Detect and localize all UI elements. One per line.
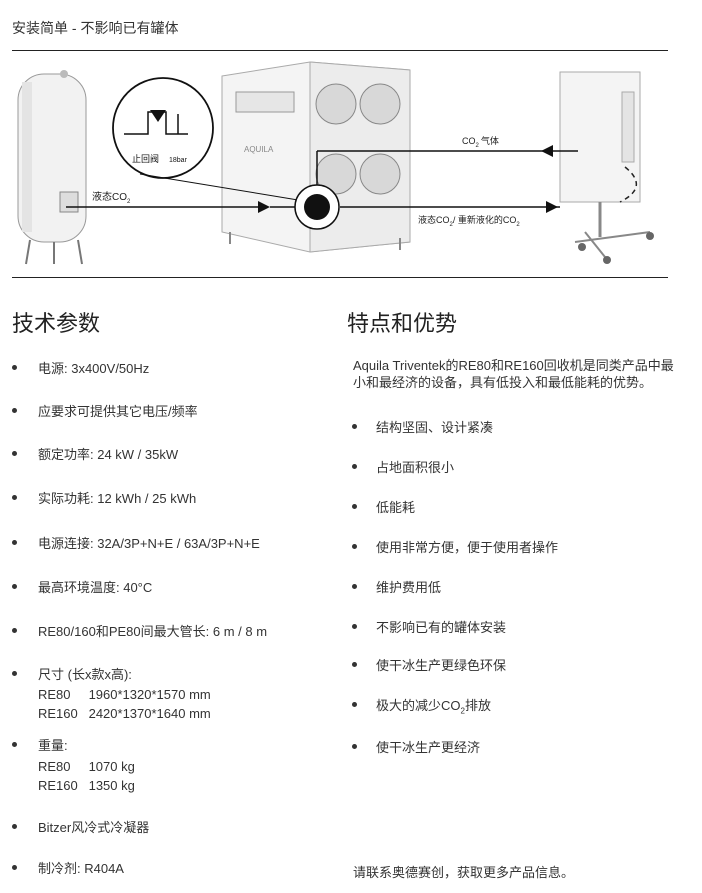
bullet-icon — [12, 451, 17, 456]
features-heading: 特点和优势 — [347, 312, 458, 337]
page-header-title: 安装简单 - 不影响已有罐体 — [12, 20, 179, 36]
pelletizer-unit — [559, 71, 654, 264]
co2-storage-tank — [17, 70, 87, 265]
dimension-re160: RE160 2420*1370*1640 mm — [38, 706, 211, 721]
installation-diagram: AQUILA 止回阀 18bar 液态CO2 液态CO2/ 重新液化的CO2 — [17, 61, 654, 265]
bullet-icon — [352, 544, 357, 549]
bullet-icon — [12, 628, 17, 633]
bullet-icon — [12, 671, 17, 676]
bullet-icon — [12, 865, 17, 870]
bullet-icon — [352, 662, 357, 667]
bullet-icon — [352, 464, 357, 469]
return-liquid-co2-label: 液态CO2/ 重新液化的CO2 — [418, 214, 520, 228]
bullet-icon — [352, 424, 357, 429]
check-valve-label: 止回阀 — [132, 153, 159, 164]
dimension-re80: RE80 1960*1320*1570 mm — [38, 687, 211, 702]
bullet-icon — [352, 584, 357, 589]
bullet-icon — [352, 744, 357, 749]
bullet-icon — [12, 584, 17, 589]
bullet-icon — [12, 495, 17, 500]
specs-heading: 技术参数 — [12, 312, 101, 337]
bullet-icon — [12, 742, 17, 747]
recovery-machine: AQUILA — [221, 61, 411, 253]
check-valve-rating: 18bar — [169, 157, 188, 164]
machine-brand-text: AQUILA — [244, 145, 274, 154]
diagram-rule — [12, 277, 668, 278]
connection-node — [304, 194, 330, 220]
weight-re80: RE80 1070 kg — [38, 759, 135, 774]
bullet-icon — [12, 365, 17, 370]
bullet-icon — [352, 504, 357, 509]
features-intro: Aquila Triventek的RE80和RE160回收机是同类产品中最小和最… — [353, 358, 674, 390]
weight-re160: RE160 1350 kg — [38, 778, 135, 793]
header-rule — [12, 50, 668, 51]
bullet-icon — [12, 824, 17, 829]
check-valve-callout: 止回阀 18bar — [112, 77, 214, 179]
bullet-icon — [352, 702, 357, 707]
bullet-icon — [352, 624, 357, 629]
contact-note: 请联系奥德赛创，获取更多产品信息。 — [353, 865, 575, 880]
liquid-co2-label: 液态CO2 — [92, 190, 131, 205]
bullet-icon — [12, 540, 17, 545]
bullet-icon — [12, 408, 17, 413]
